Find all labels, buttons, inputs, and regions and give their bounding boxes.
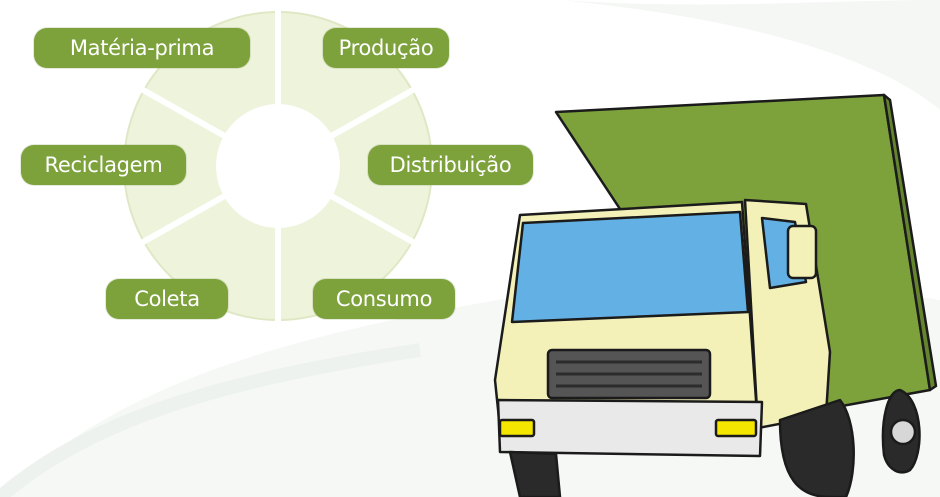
stage-distribuicao: Distribuição <box>368 145 533 185</box>
headlight-icon <box>714 418 758 438</box>
wheel-icon <box>778 398 855 497</box>
headlight-icon <box>498 418 536 438</box>
truck-illustration <box>493 93 938 497</box>
stage-producao: Produção <box>323 28 449 68</box>
stage-reciclagem: Reciclagem <box>21 145 186 185</box>
cycle-ring <box>123 6 433 326</box>
stage-consumo: Consumo <box>313 279 455 319</box>
mirror-icon <box>786 224 818 280</box>
wheel-icon <box>881 388 921 474</box>
stage-materia-prima: Matéria-prima <box>34 28 250 68</box>
stage-coleta: Coleta <box>106 279 228 319</box>
truck-windshield <box>510 210 750 324</box>
